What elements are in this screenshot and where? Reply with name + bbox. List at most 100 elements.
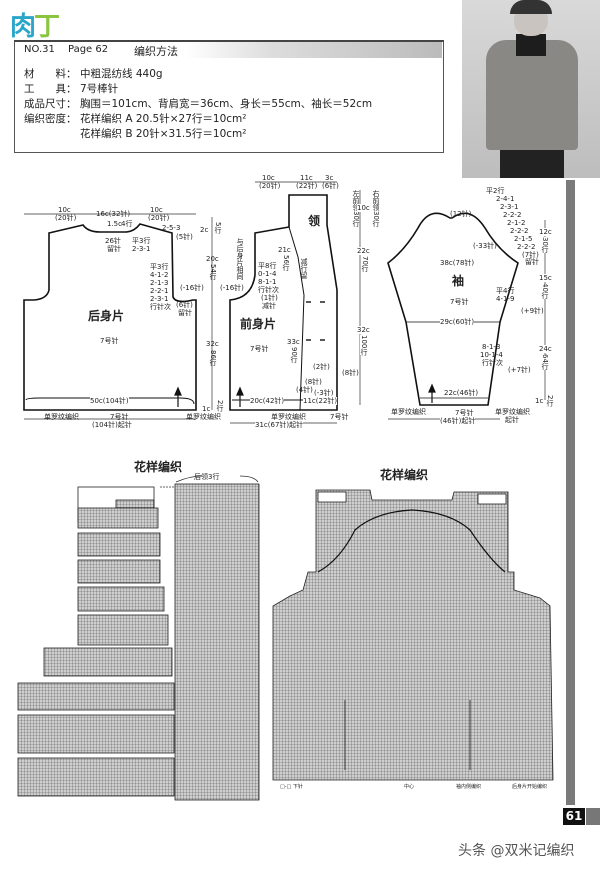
sleeve-cap-step-0: 平2行: [486, 187, 505, 195]
back-neck-bind: 留针: [107, 245, 121, 253]
spec-gauge-a: 编织密度：花样编织 A 20.5针×27行＝10cm²: [24, 113, 247, 125]
sleeve-mid-width: 29c(60针): [440, 318, 475, 326]
sleeve-cap-step-8: (7针): [522, 251, 539, 259]
page-number-tab: [586, 808, 600, 825]
sleeve-cap-step-6: 2-1-5: [514, 235, 533, 243]
sleeve-cap-step-4: 2-1-2: [507, 219, 526, 227]
front-len: 33c: [287, 338, 300, 346]
front-ribbing: 单罗纹编织: [271, 413, 306, 421]
sleeve-needle-bottom: 7号针: [455, 409, 474, 417]
back-arm-total: (-16针): [180, 284, 204, 292]
front-top1-st: (20针): [259, 182, 281, 190]
front-arm-dec-3: 行针次: [258, 286, 279, 294]
collar-left-note: 左前领30行: [352, 190, 360, 227]
chart-right-title: 花样编织: [380, 468, 429, 482]
front-needle: 7号针: [250, 345, 269, 353]
sleeve-inc1-0: 平4行: [496, 287, 515, 295]
front-arm-dec-2: 8-1-1: [258, 278, 277, 286]
back-width: 50c(104针): [90, 397, 129, 405]
hair-shape: [510, 0, 552, 14]
back-arm-dec-0: 平3行: [150, 263, 169, 271]
side-rows-1: 54行: [209, 264, 217, 280]
watermark: 头条 @双米记编织: [458, 843, 575, 859]
sweater-shape: [486, 40, 578, 150]
spec-material: 材 料：中粗混纺线 440g: [24, 68, 163, 80]
turtleneck-shape: [516, 34, 546, 56]
sleeve-dim-1: 15c: [539, 274, 552, 282]
sleeve-ribbing-left: 单罗纹编织: [391, 408, 426, 416]
front-dec-a2: (8针): [305, 378, 322, 386]
sleeve-inc2-2: 行针次: [482, 359, 503, 367]
front-fold-note: 减行留: [300, 258, 308, 279]
spec-tool: 工 具：7号棒针: [24, 83, 119, 95]
sleeve-cap-step-2: 2-3-1: [500, 203, 519, 211]
sleeve-inc1-total: (+9针): [521, 307, 544, 315]
front-dec-a5: (8针): [342, 369, 359, 377]
chart-label-back-start: 后身片开始编织: [512, 784, 548, 790]
sleeve-dim-2: 24c: [539, 345, 552, 353]
back-neck-dec2: 2-3-1: [132, 245, 151, 253]
front-arm-dec-0: 平8行: [258, 262, 277, 270]
side-dim-0: 2c: [200, 226, 209, 234]
back-cast-on: (104针)起针: [92, 421, 132, 429]
header-band: [15, 42, 442, 58]
chart-left-title: 花样编织: [134, 460, 183, 474]
sleeve-cap-dec: (-33针): [473, 242, 497, 250]
sleeve-rows-3: 2行: [546, 395, 554, 407]
front-top3-st: (6针): [322, 182, 339, 190]
back-top-right-st: (20针): [148, 214, 170, 222]
collar-len: 10c: [357, 204, 370, 212]
back-needle: 7号针: [100, 337, 119, 345]
chart-label-sleeve: 袖内侧编织: [456, 784, 482, 790]
model-photo: [462, 0, 600, 178]
header-title: 编织方法: [134, 45, 178, 58]
sleeve-cap-top: (12针): [450, 210, 472, 218]
front-ribbing-start: 单罗纹编织: [186, 413, 221, 421]
back-neck-dec1: 平3行: [132, 237, 151, 245]
back-needle-bottom: 7号针: [110, 413, 129, 421]
back-neck-center: 26针: [105, 237, 121, 245]
side-dim-1: 20c: [206, 255, 219, 263]
collar-mid: 22c: [357, 247, 370, 255]
back-shoulder-st: (5针): [176, 233, 193, 241]
back-top-left-dim: 10c: [58, 206, 71, 214]
front-needle-bottom: 7号针: [330, 413, 349, 421]
instructions-box: [14, 40, 444, 153]
sleeve-cap-step-7: 2-2-2: [517, 243, 536, 251]
back-arm-dec-1: 4-1-2: [150, 271, 169, 279]
collar-mid-rows: 70行: [361, 256, 369, 272]
front-dec-a1: (2针): [313, 363, 330, 371]
front-shoulder-note: 与后身片相同: [236, 238, 244, 280]
side-rows-2: 86行: [209, 350, 217, 366]
back-arm-dec-5: 行针次: [150, 303, 171, 311]
collar-right-note: 右前领30行: [372, 190, 380, 227]
sleeve-inc2-0: 8-1-3: [482, 343, 501, 351]
side-dim-2: 32c: [206, 340, 219, 348]
back-top-left-st: (20针): [55, 214, 77, 222]
pattern-number: NO.31: [24, 44, 55, 55]
back-neck-rows: 4行: [121, 220, 133, 228]
front-arm-total: (-16针): [220, 284, 244, 292]
spec-gauge-b: 花样编织 B 20针×31.5行＝10cm²: [80, 128, 247, 140]
sleeve-rows-0: 30行: [541, 237, 549, 253]
back-arm-dec-3: 2-2-1: [150, 287, 169, 295]
front-hem-left: 20c(42针): [250, 397, 285, 405]
sleeve-cap-step-5: 2-2-2: [510, 227, 529, 235]
sleeve-cap-step-9: 留针: [525, 258, 539, 266]
sleeve-rows-1: 40行: [541, 283, 549, 299]
sleeve-cast-on: (46针)起针: [440, 417, 476, 425]
sleeve-title: 袖: [452, 274, 465, 288]
page-side-bar: [566, 180, 575, 805]
spec-size: 成品尺寸：胸围＝101cm、背肩宽＝36cm、身长＝55cm、袖长＝52cm: [24, 98, 373, 110]
chart-label-center: 中心: [404, 784, 415, 790]
sleeve-dim-3: 1c: [535, 397, 544, 405]
front-arm-dec-1: 0-1-4: [258, 270, 277, 278]
back-arm-bind: (6针): [176, 301, 193, 309]
front-cast-on: 31c(67针)起针: [255, 421, 304, 429]
front-top2: 11c: [300, 174, 313, 182]
side-rows-3: 2行: [216, 400, 224, 412]
chart-left-note: 后领3行: [194, 473, 220, 481]
side-rows-0: 5行: [214, 222, 222, 234]
front-arm-dec-5: 减针: [262, 302, 276, 310]
